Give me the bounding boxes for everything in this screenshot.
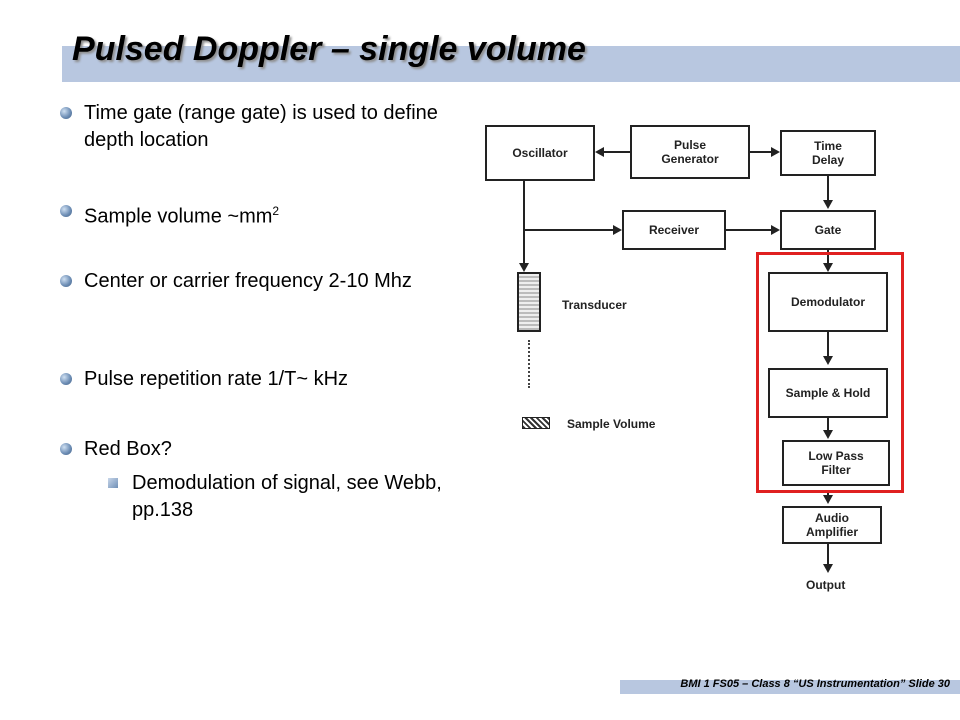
bullet-item: Sample volume ~mm2 (60, 198, 450, 231)
time-delay-block: Time Delay (780, 130, 876, 176)
arrow-down-icon (823, 356, 833, 365)
highlight-red-box (756, 252, 904, 493)
arrow-down-icon (823, 564, 833, 573)
connector-line (726, 229, 771, 231)
demodulator-block: Demodulator (768, 272, 888, 332)
arrow-left-icon (595, 147, 604, 157)
connector-line (827, 418, 829, 432)
slide-footer: BMI 1 FS05 – Class 8 “US Instrumentation… (680, 678, 950, 690)
bullet-item: Center or carrier frequency 2-10 Mhz (60, 268, 450, 295)
time-delay-label: Time Delay (811, 139, 845, 167)
receiver-block: Receiver (622, 210, 726, 250)
sample-volume-symbol (522, 417, 550, 429)
connector-line (827, 332, 829, 356)
sub-bullet-text: Demodulation of signal, see Webb, pp.138 (132, 472, 442, 521)
oscillator-block: Oscillator (485, 125, 595, 181)
demodulator-label: Demodulator (790, 295, 865, 309)
sample-hold-label: Sample & Hold (785, 386, 871, 400)
arrow-down-icon (823, 430, 833, 439)
bullet-icon (60, 275, 72, 287)
pulse-generator-label: Pulse Generator (661, 138, 719, 166)
sample-volume-label: Sample Volume (567, 417, 656, 431)
oscillator-label: Oscillator (512, 146, 568, 160)
bullet-icon (60, 373, 72, 385)
arrow-down-icon (823, 263, 833, 272)
connector-line (827, 250, 829, 264)
transducer-element (517, 272, 541, 332)
title-band (62, 46, 960, 82)
bullet-item: Pulse repetition rate 1/T~ kHz (60, 366, 450, 393)
bullet-text: Pulse repetition rate 1/T~ kHz (84, 368, 349, 390)
bullet-text: Center or carrier frequency 2-10 Mhz (84, 270, 412, 292)
bullet-text: Red Box? (84, 438, 172, 460)
connector-line (523, 229, 613, 231)
gate-block: Gate (780, 210, 876, 250)
bullet-text: Time gate (range gate) is used to define… (84, 102, 438, 151)
sub-bullet-icon (108, 478, 118, 488)
bullet-superscript: 2 (272, 204, 280, 218)
footer-band (620, 680, 960, 694)
connector-line (523, 181, 525, 263)
sample-hold-block: Sample & Hold (768, 368, 888, 418)
connector-line (827, 176, 829, 200)
block-diagram: Oscillator Pulse Generator Time Delay Re… (470, 100, 960, 610)
connector-line (827, 544, 829, 566)
connector-line (827, 493, 829, 495)
arrow-right-icon (771, 147, 780, 157)
bullet-item: Time gate (range gate) is used to define… (60, 100, 450, 154)
transducer-label: Transducer (562, 298, 627, 312)
connector-line (604, 151, 630, 153)
bullet-icon (60, 443, 72, 455)
arrow-down-icon (519, 263, 529, 272)
low-pass-filter-block: Low Pass Filter (782, 440, 890, 486)
connector-line (750, 151, 771, 153)
bullet-text: Sample volume ~mm2 (84, 198, 450, 231)
low-pass-filter-label: Low Pass Filter (808, 449, 864, 477)
bullet-icon (60, 107, 72, 119)
slide-title: Pulsed Doppler – single volume (72, 30, 586, 68)
output-label: Output (806, 578, 846, 592)
arrow-right-icon (771, 225, 780, 235)
bullet-item: Red Box? (60, 436, 450, 463)
arrow-down-icon (823, 495, 833, 504)
ultrasound-beam (528, 340, 530, 388)
arrow-right-icon (613, 225, 622, 235)
gate-label: Gate (814, 223, 842, 237)
sub-bullet-item: Demodulation of signal, see Webb, pp.138 (108, 470, 468, 524)
bullet-text-main: Sample volume ~mm (84, 205, 273, 228)
bullet-icon (60, 205, 72, 217)
pulse-generator-block: Pulse Generator (630, 125, 750, 179)
audio-amplifier-block: Audio Amplifier (782, 506, 882, 544)
receiver-label: Receiver (648, 223, 700, 237)
arrow-down-icon (823, 200, 833, 209)
audio-amplifier-label: Audio Amplifier (805, 511, 858, 539)
